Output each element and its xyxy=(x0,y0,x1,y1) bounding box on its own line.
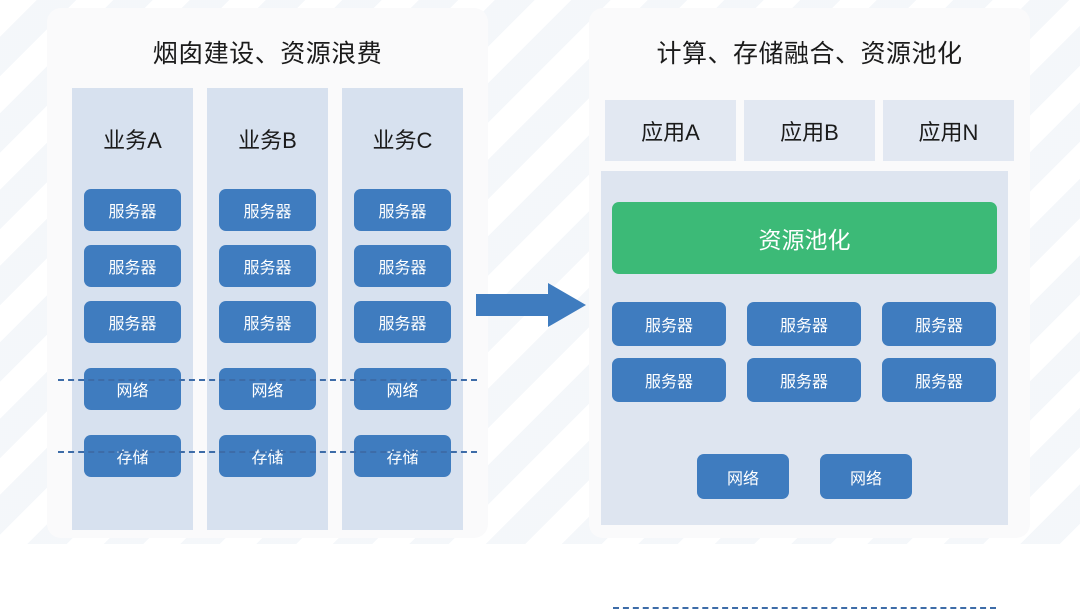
resource-pool-container: 资源池化 服务器 服务器 服务器 服务器 服务器 服务器 网络 网络 xyxy=(601,171,1008,609)
network-box[interactable]: 网络 xyxy=(697,454,789,499)
application-box[interactable]: 应用N xyxy=(883,100,1014,161)
server-box[interactable]: 服务器 xyxy=(612,302,726,346)
network-box[interactable]: 网络 xyxy=(820,454,912,499)
network-box[interactable]: 网络 xyxy=(354,368,451,410)
server-box[interactable]: 服务器 xyxy=(219,245,316,287)
storage-box[interactable]: 存储 xyxy=(219,435,316,477)
application-row: 应用A 应用B 应用N xyxy=(605,100,1014,161)
silo-column-group: 业务A 服务器 服务器 服务器 网络 存储 业务B 服务器 服务器 服务器 xyxy=(72,88,463,530)
server-box[interactable]: 服务器 xyxy=(354,245,451,287)
network-box[interactable]: 网络 xyxy=(84,368,181,410)
server-box[interactable]: 服务器 xyxy=(747,358,861,402)
compute-network-divider xyxy=(58,379,477,381)
network-storage-divider xyxy=(58,451,477,453)
silo-column-header: 业务A xyxy=(103,127,162,153)
silo-column-business-c[interactable]: 业务C 服务器 服务器 服务器 网络 存储 xyxy=(342,88,463,530)
application-box[interactable]: 应用A xyxy=(605,100,736,161)
diagram-stage: 烟囱建设、资源浪费 业务A 服务器 服务器 服务器 网络 存储 业务B 服务器 xyxy=(47,8,1030,609)
server-box[interactable]: 服务器 xyxy=(612,358,726,402)
left-panel-silo-architecture: 烟囱建设、资源浪费 业务A 服务器 服务器 服务器 网络 存储 业务B 服务器 xyxy=(47,8,488,538)
resource-pool-banner[interactable]: 资源池化 xyxy=(612,202,997,274)
storage-box[interactable]: 存储 xyxy=(354,435,451,477)
server-box[interactable]: 服务器 xyxy=(219,189,316,231)
server-box[interactable]: 服务器 xyxy=(219,301,316,343)
pooled-network-row: 网络 网络 xyxy=(612,454,997,499)
silo-column-header: 业务C xyxy=(372,127,433,153)
storage-box[interactable]: 存储 xyxy=(84,435,181,477)
server-box[interactable]: 服务器 xyxy=(84,245,181,287)
network-box[interactable]: 网络 xyxy=(219,368,316,410)
right-panel-title: 计算、存储融合、资源池化 xyxy=(656,40,963,68)
silo-server-group: 服务器 服务器 服务器 xyxy=(219,189,316,357)
server-box[interactable]: 服务器 xyxy=(747,302,861,346)
server-box[interactable]: 服务器 xyxy=(84,189,181,231)
silo-column-header: 业务B xyxy=(238,127,297,153)
silo-server-group: 服务器 服务器 服务器 xyxy=(84,189,181,357)
server-box[interactable]: 服务器 xyxy=(84,301,181,343)
right-panel-pooled-architecture: 计算、存储融合、资源池化 应用A 应用B 应用N 资源池化 服务器 服务器 服务… xyxy=(589,8,1030,609)
left-panel-title: 烟囱建设、资源浪费 xyxy=(152,40,383,68)
server-box[interactable]: 服务器 xyxy=(882,358,996,402)
silo-server-group: 服务器 服务器 服务器 xyxy=(354,189,451,357)
pooled-server-grid: 服务器 服务器 服务器 服务器 服务器 服务器 xyxy=(612,302,997,402)
server-box[interactable]: 服务器 xyxy=(354,301,451,343)
application-box[interactable]: 应用B xyxy=(744,100,875,161)
silo-column-business-a[interactable]: 业务A 服务器 服务器 服务器 网络 存储 xyxy=(72,88,193,530)
silo-column-business-b[interactable]: 业务B 服务器 服务器 服务器 网络 存储 xyxy=(207,88,328,530)
server-box[interactable]: 服务器 xyxy=(354,189,451,231)
server-box[interactable]: 服务器 xyxy=(882,302,996,346)
right-arrow-icon xyxy=(476,283,586,327)
